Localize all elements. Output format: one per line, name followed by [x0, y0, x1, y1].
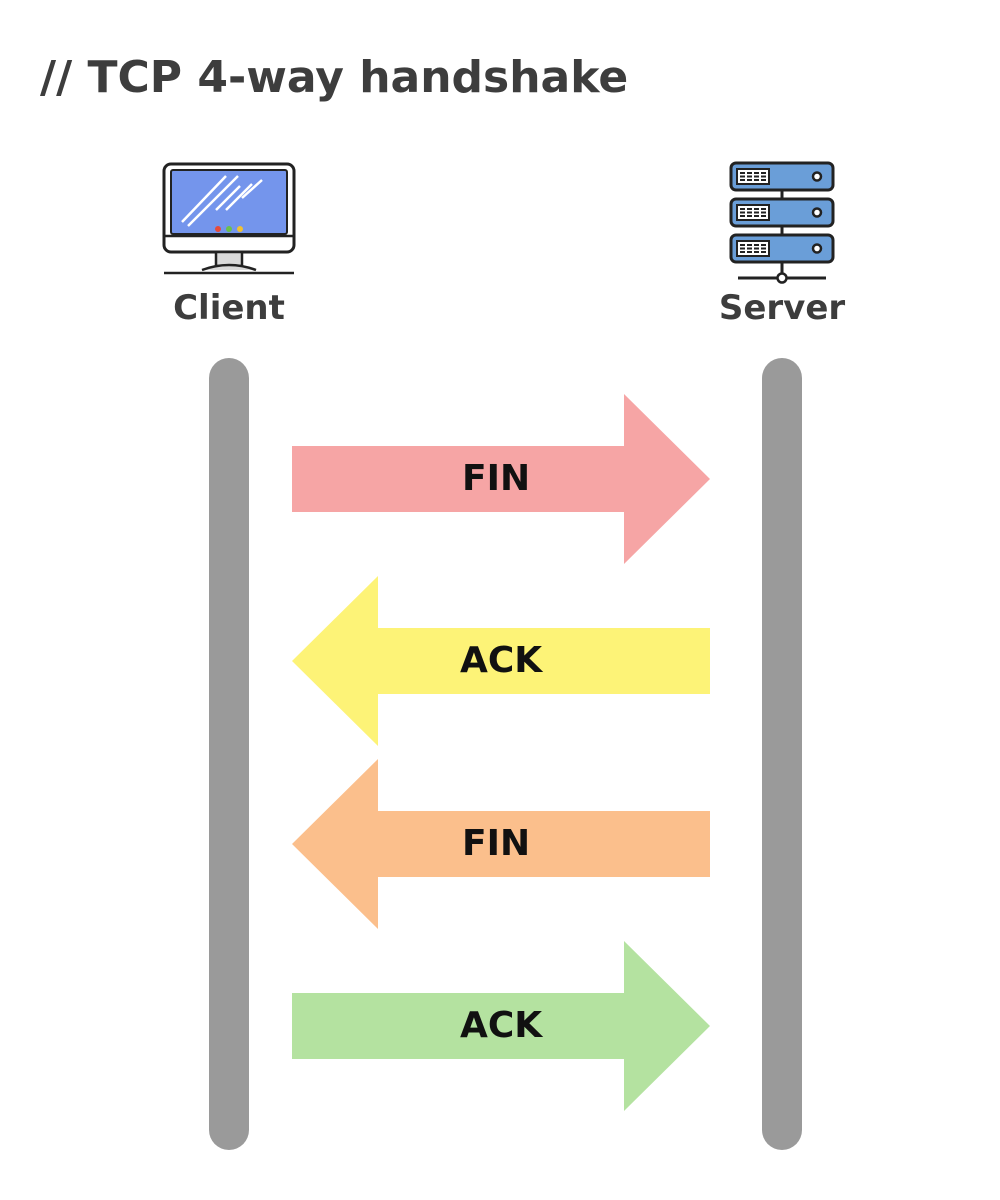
ack-arrow-client-to-server: ACK	[292, 941, 710, 1111]
ack-arrow-server-to-client: ACK	[292, 576, 710, 746]
fin-arrow-client-to-server: FIN	[292, 394, 710, 564]
arrow-shape	[292, 759, 710, 929]
server-label: Server	[718, 288, 846, 328]
monitor-icon	[162, 162, 296, 276]
message-label: ACK	[460, 1005, 543, 1046]
client-label: Client	[173, 288, 285, 328]
client-lifeline	[209, 358, 249, 1150]
arrow-shape	[292, 941, 710, 1111]
server-lifeline	[762, 358, 802, 1150]
message-label: FIN	[462, 823, 531, 864]
server-rack-icon	[728, 160, 836, 284]
arrow-shape	[292, 576, 710, 746]
diagram-title: // TCP 4-way handshake	[40, 52, 629, 103]
arrow-shape	[292, 394, 710, 564]
message-label: ACK	[460, 640, 543, 681]
fin-arrow-server-to-client: FIN	[292, 759, 710, 929]
message-label: FIN	[462, 458, 531, 499]
